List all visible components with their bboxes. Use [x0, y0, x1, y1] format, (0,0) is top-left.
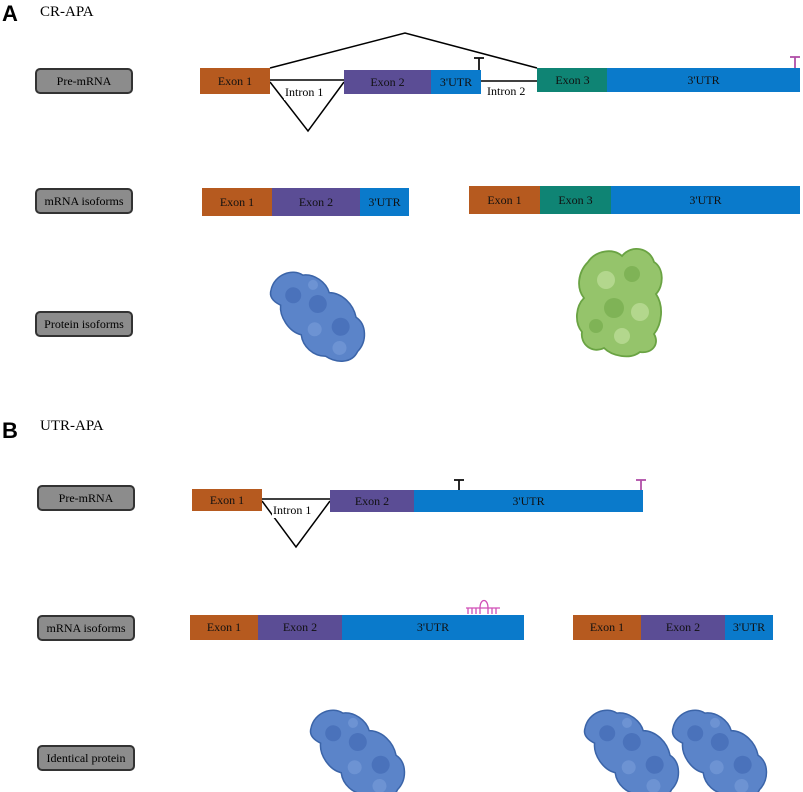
row-label-mrna-isoforms-b: mRNA isoforms — [37, 615, 135, 641]
row-label-pre-mrna-a: Pre-mRNA — [35, 68, 133, 94]
row-label-mrna-isoforms-a: mRNA isoforms — [35, 188, 133, 214]
b-distal-pas-icon — [636, 479, 646, 490]
row-label-identical-protein-b: Identical protein — [37, 745, 135, 771]
a-iso1-exon1: Exon 1 — [202, 188, 272, 216]
a-iso1-exon2: Exon 2 — [272, 188, 360, 216]
stem-loop-icon — [466, 599, 500, 614]
panel-a-letter: A — [2, 1, 18, 26]
proximal-pas-icon — [474, 57, 484, 70]
b-short-exon1: Exon 1 — [573, 615, 641, 640]
b-long-exon2: Exon 2 — [258, 615, 342, 640]
b-short-utr: 3'UTR — [725, 615, 773, 640]
a-iso2-exon1: Exon 1 — [469, 186, 540, 214]
a-iso1-utr: 3'UTR — [360, 188, 409, 216]
distal-pas-icon — [790, 56, 800, 68]
a-intron1-label: Intron 1 — [284, 85, 325, 100]
b-long-utr: 3'UTR — [342, 615, 524, 640]
b-pre-exon1: Exon 1 — [192, 489, 262, 511]
identical-protein-2-icon — [574, 690, 692, 792]
b-short-exon2: Exon 2 — [641, 615, 725, 640]
identical-protein-3-icon — [662, 690, 780, 792]
b-long-exon1: Exon 1 — [190, 615, 258, 640]
a-pre-exon1: Exon 1 — [200, 68, 270, 94]
a-intron2-label: Intron 2 — [486, 84, 527, 99]
identical-protein-1-icon — [300, 690, 418, 792]
a-pre-utr-short: 3'UTR — [431, 70, 481, 94]
b-intron1-label: Intron 1 — [272, 503, 313, 518]
panel-a-title: CR-APA — [40, 4, 94, 20]
a-pre-exon3: Exon 3 — [537, 68, 608, 92]
panel-b-letter: B — [2, 418, 18, 443]
a-iso2-utr: 3'UTR — [611, 186, 800, 214]
row-label-pre-mrna-b: Pre-mRNA — [37, 485, 135, 511]
b-pre-utr: 3'UTR — [414, 490, 643, 512]
a-pre-exon2: Exon 2 — [344, 70, 431, 94]
a-pre-utr-long: 3'UTR — [607, 68, 800, 92]
panel-b-title: UTR-APA — [40, 418, 104, 434]
b-pre-exon2: Exon 2 — [330, 490, 414, 512]
b-proximal-pas-icon — [454, 479, 464, 490]
a-iso2-exon3: Exon 3 — [540, 186, 611, 214]
row-label-protein-isoforms-a: Protein isoforms — [35, 311, 133, 337]
protein-isoform-2-icon — [576, 248, 663, 358]
